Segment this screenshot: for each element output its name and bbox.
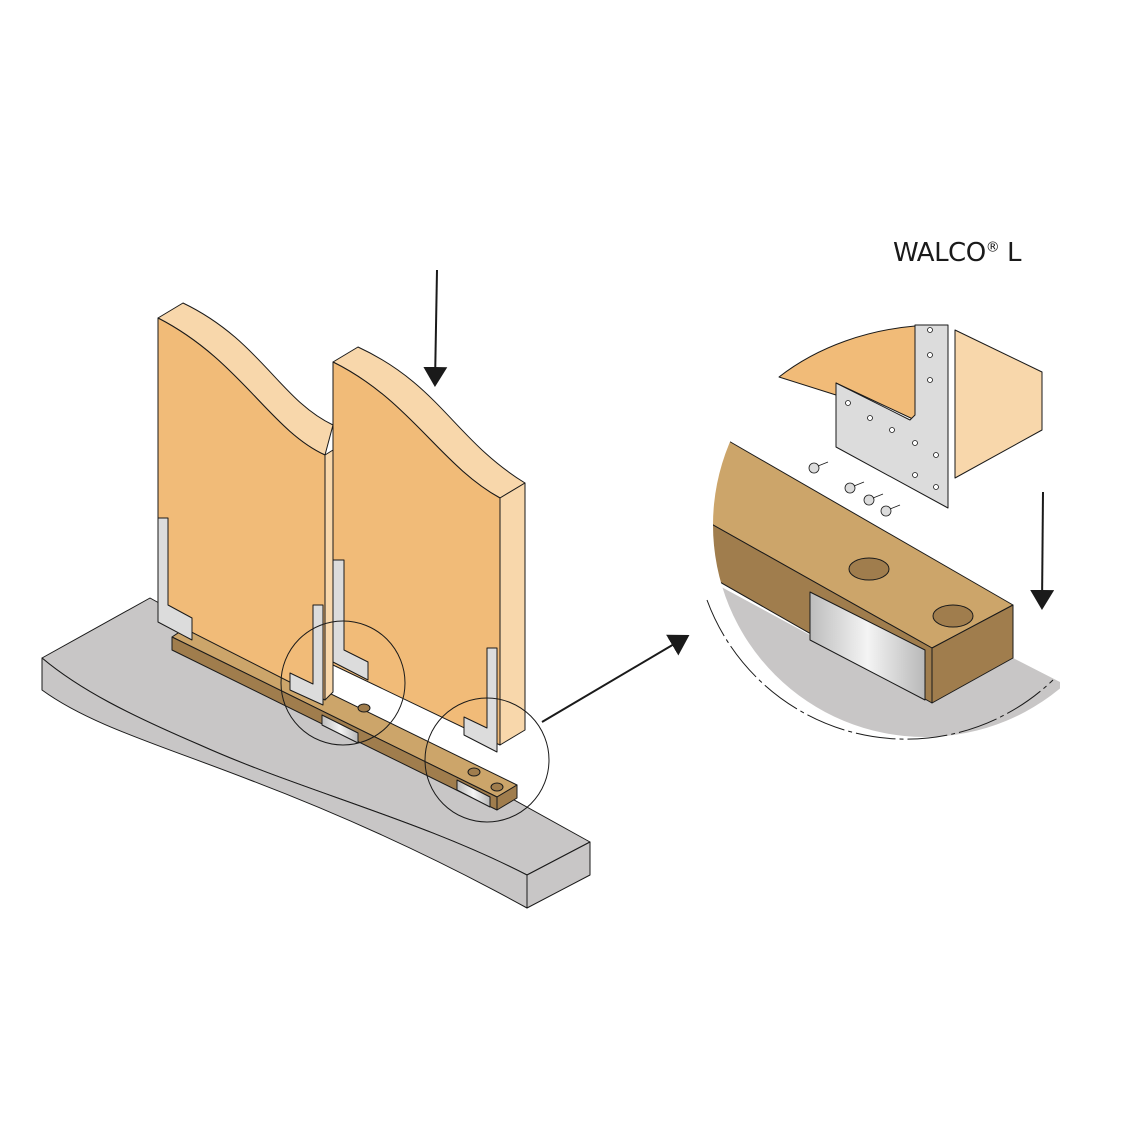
wall-panel-front bbox=[332, 346, 526, 753]
floor-slab bbox=[41, 597, 591, 909]
angle-bracket bbox=[332, 559, 369, 681]
walco-l-bracket bbox=[835, 324, 949, 509]
down-arrow-icon bbox=[423, 269, 448, 387]
product-label: WALCO® L bbox=[893, 238, 1021, 268]
detail-arrow-icon bbox=[541, 634, 690, 723]
wall-panel-rear bbox=[157, 302, 334, 706]
angle-bracket bbox=[463, 647, 498, 753]
product-name: WALCO bbox=[893, 238, 986, 268]
product-suffix: L bbox=[999, 238, 1021, 268]
angle-bracket bbox=[157, 517, 193, 641]
screws bbox=[808, 461, 901, 517]
down-arrow-icon bbox=[1030, 491, 1055, 610]
detail-view bbox=[706, 324, 1060, 740]
angle-bracket bbox=[289, 604, 324, 706]
registered-mark: ® bbox=[985, 239, 1000, 256]
detail-circle bbox=[280, 620, 406, 746]
wooden-beam bbox=[171, 624, 518, 811]
steel-plate bbox=[809, 591, 926, 701]
detail-circle bbox=[424, 697, 550, 823]
